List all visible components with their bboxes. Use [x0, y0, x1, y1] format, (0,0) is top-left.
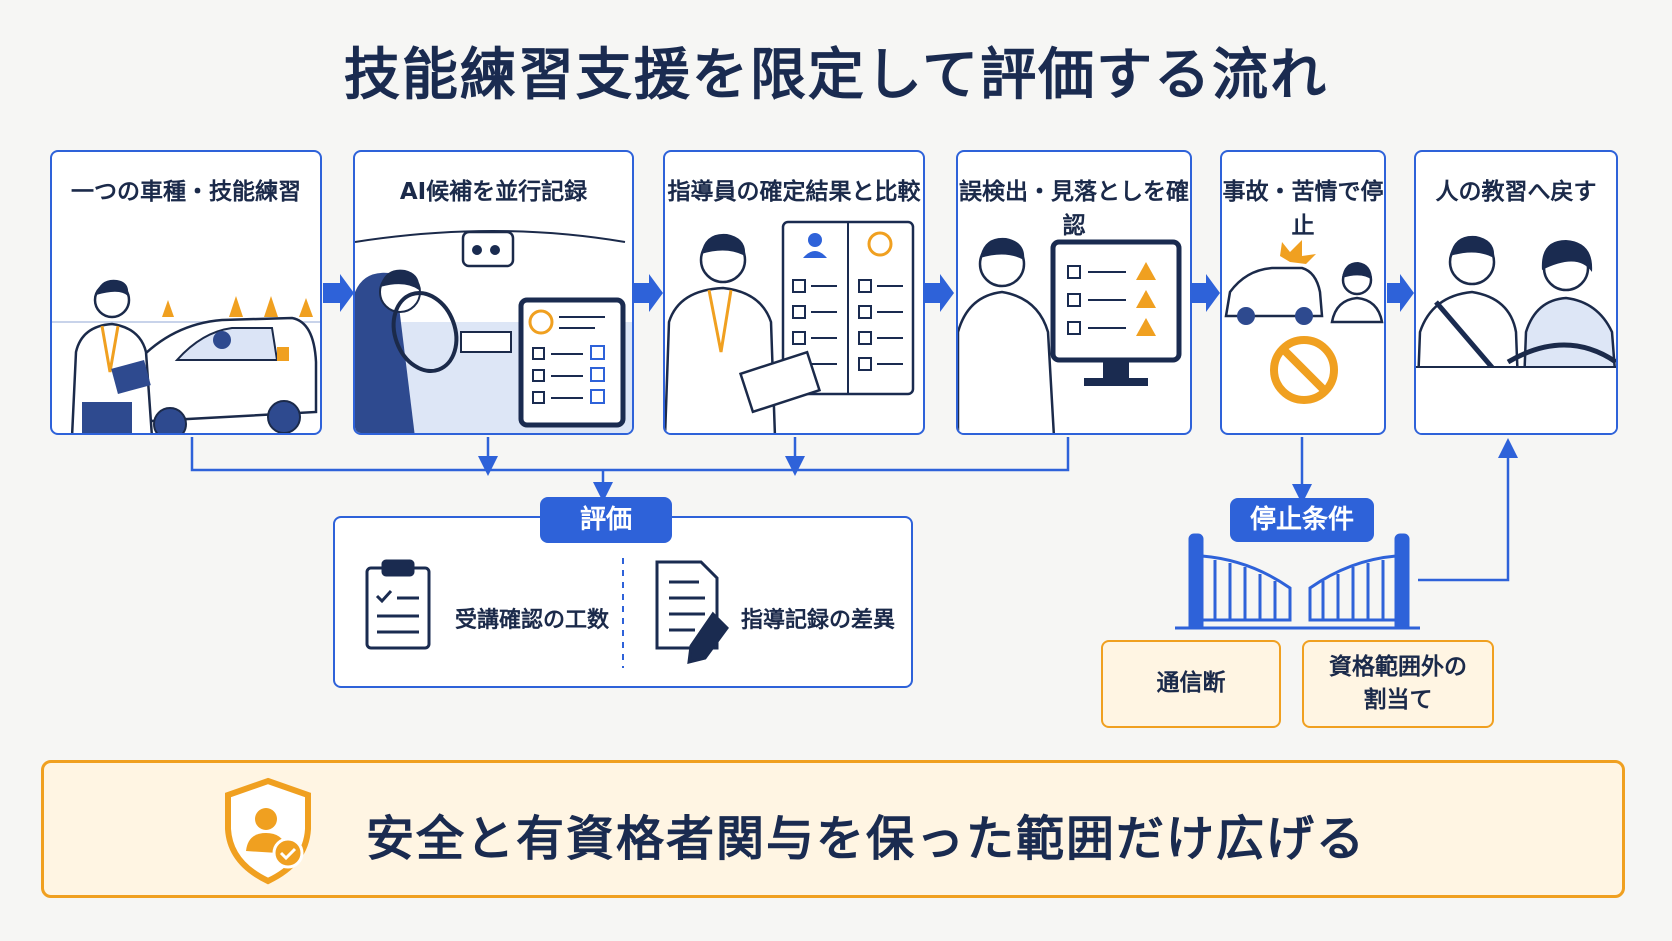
step-card-1: 一つの車種・技能練習: [50, 150, 322, 435]
step-label: 誤検出・見落としを確認: [959, 179, 1189, 239]
evaluation-title: 評価: [540, 497, 672, 543]
arrow-1-2: [323, 274, 354, 312]
step-label: AI候補を並行記録: [399, 179, 588, 205]
gate-icon: [1175, 533, 1420, 630]
stop-condition-out-of-scope: 資格範囲外の 割当て: [1302, 640, 1494, 728]
step-card-3: 指導員の確定結果と比較: [663, 150, 925, 435]
summary-banner-text: 安全と有資格者関与を保った範囲だけ広げる: [366, 811, 1367, 867]
stop-lines: [1292, 437, 1518, 582]
step-card-5: 事故・苦情で停止: [1220, 150, 1386, 435]
step-card-4: 誤検出・見落としを確認: [956, 150, 1192, 435]
stop-conditions-title: 停止条件: [1230, 498, 1374, 542]
step-card-2: AI候補を並行記録: [353, 150, 634, 435]
page-title: 技能練習支援を限定して評価する流れ: [343, 43, 1329, 108]
step-arrows: [323, 274, 1414, 312]
arrow-3-4: [925, 274, 954, 312]
arrow-5-6: [1387, 274, 1414, 312]
clipboard-icon: [365, 559, 431, 650]
stop-condition-communication-loss: 通信断: [1101, 640, 1281, 728]
step-label: 指導員の確定結果と比較: [667, 179, 921, 205]
step-label: 事故・苦情で停止: [1222, 179, 1384, 239]
driver-with-ai-tablet-icon: [355, 230, 632, 433]
instructor-comparison-icon: [665, 220, 915, 433]
evaluation-item-1-label: 受講確認の工数: [455, 608, 610, 633]
step-label: 人の教習へ戻す: [1435, 179, 1597, 205]
document-pen-icon: [655, 560, 729, 664]
instructor-with-car-icon: [52, 279, 320, 433]
monitor-warning-icon: [958, 237, 1182, 433]
step-label: 一つの車種・技能練習: [71, 179, 301, 205]
arrow-2-3: [634, 274, 663, 312]
evaluation-item-2-label: 指導記録の差異: [741, 608, 896, 633]
shield-user-check-icon: [225, 777, 311, 885]
accident-stop-icon: [1224, 240, 1384, 404]
summary-banner: 安全と有資格者関与を保った範囲だけ広げる: [41, 760, 1625, 898]
instructor-and-student-icon: [1416, 235, 1616, 433]
evaluation-bracket: [190, 437, 1070, 502]
arrow-4-5: [1192, 274, 1220, 312]
step-card-6: 人の教習へ戻す: [1414, 150, 1618, 435]
